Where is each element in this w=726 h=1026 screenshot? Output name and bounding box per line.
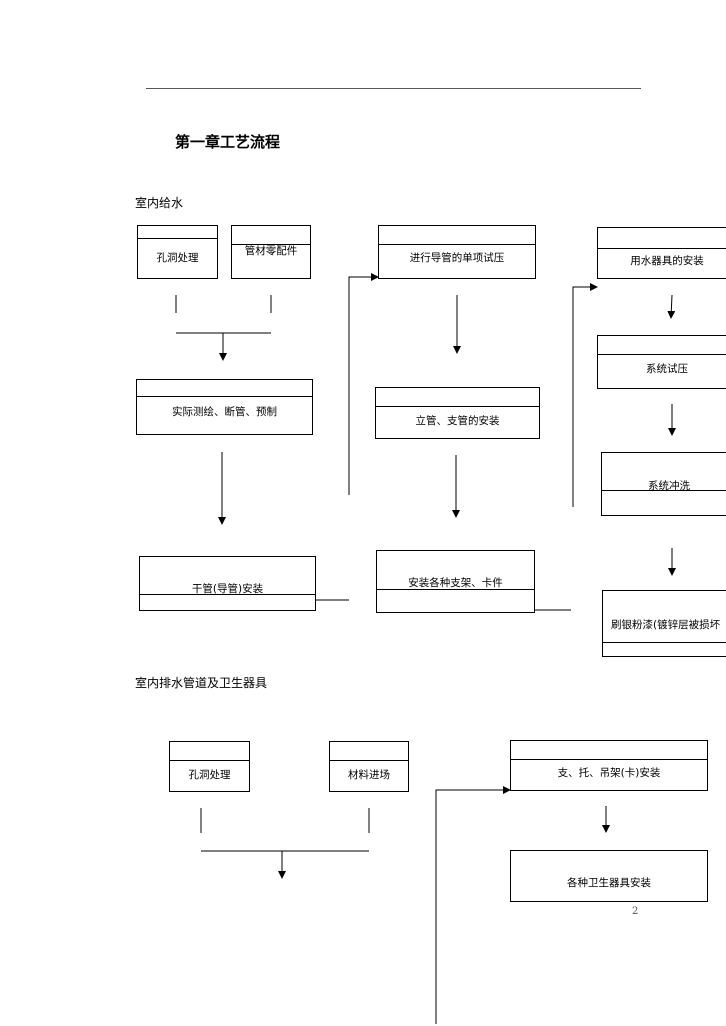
box-fixture-install: 用水器具的安装 bbox=[597, 227, 726, 279]
arrow-right bbox=[435, 786, 511, 1024]
header-rule bbox=[146, 88, 641, 89]
box-system-flush: 系统冲洗 bbox=[601, 452, 726, 516]
box-pipe-pressure-test: 进行导管的单项试压 bbox=[378, 225, 536, 279]
box-main-pipe-install: 干管(导管)安装 bbox=[139, 556, 316, 611]
arrow-right bbox=[572, 283, 598, 507]
box-supports-clamps: 安装各种支架、卡件 bbox=[376, 550, 535, 613]
box-hole-processing: 孔洞处理 bbox=[137, 225, 218, 279]
box-sanitary-ware-install: 各种卫生器具安装 bbox=[510, 850, 708, 902]
box-riser-branch-install: 立管、支管的安装 bbox=[375, 387, 540, 439]
box-pipe-fittings: 管材零配件 bbox=[231, 225, 311, 279]
arrow-down bbox=[667, 294, 676, 319]
section-heading-drainage: 室内排水管道及卫生器具 bbox=[135, 676, 268, 690]
page-number: 2 bbox=[632, 906, 639, 917]
box-silver-paint: 刷银粉漆(镀锌层被损坏 bbox=[602, 590, 726, 657]
chapter-title: 第一章工艺流程 bbox=[175, 133, 281, 151]
box-hanger-install: 支、托、吊架(卡)安装 bbox=[510, 740, 708, 791]
arrow-right bbox=[348, 273, 379, 495]
section-heading-water-supply: 室内给水 bbox=[135, 196, 184, 210]
box-system-pressure-test: 系统试压 bbox=[597, 335, 726, 389]
box-material-arrival: 材料进场 bbox=[329, 741, 409, 792]
box-survey-cut-prefab: 实际测绘、断管、预制 bbox=[136, 379, 313, 435]
box-hole-processing-2: 孔洞处理 bbox=[169, 741, 250, 792]
